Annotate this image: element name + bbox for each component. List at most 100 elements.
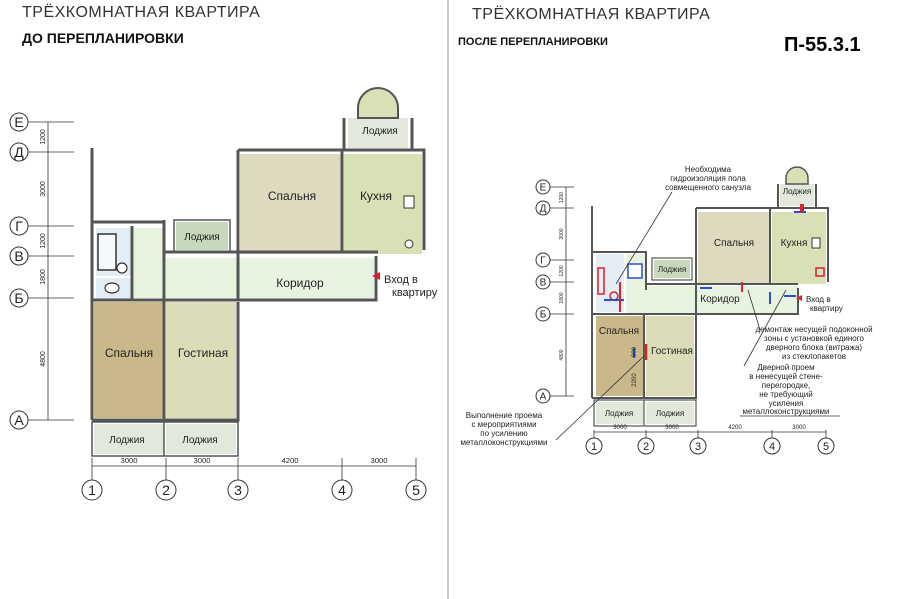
room-loggia-mid-after: [654, 260, 690, 278]
after-row-dim-label: 1200: [559, 265, 565, 276]
room-corridor: [166, 258, 374, 298]
walls-after: [591, 184, 829, 399]
label-entrance-2: квартиру: [392, 287, 438, 299]
note-opening-3: по усилению: [480, 429, 527, 438]
after-row-axis-label: А: [540, 392, 547, 403]
sink-icon: [116, 262, 128, 274]
note-waterproof-1: Необходима: [685, 165, 732, 174]
bay-window: [357, 87, 399, 119]
after-col-axis-label: 1: [591, 441, 597, 453]
before-col-axis-marker: [81, 479, 103, 501]
after-row-dim-label: 1800: [559, 292, 565, 303]
before-col-dim-label: 3000: [370, 456, 387, 465]
note-waterproof-2: гидроизоляция пола: [670, 174, 746, 183]
label-bedroom1: Спальня: [105, 346, 153, 360]
label-loggia-br: Лоджия: [182, 435, 217, 446]
labels-after: Спальня Гостиная Спальня Кухня Коридор Л…: [599, 187, 843, 418]
room-bedroom2: [240, 154, 342, 254]
before-col-axis-label: 3: [234, 482, 242, 498]
label-loggia-bl: Лоджия: [109, 435, 144, 446]
after-col-axis-marker: [585, 437, 603, 455]
room-loggia-bl-after: [596, 402, 644, 424]
after-col-dim-label: 4200: [728, 425, 742, 431]
loggia-outlines-before: [91, 219, 239, 457]
room-loggia-br: [166, 424, 236, 454]
before-col-axis-marker: [405, 479, 427, 501]
before-col-axis-label: 2: [162, 482, 170, 498]
after-col-axis-label: 3: [695, 441, 701, 453]
before-row-axis-label: Е: [14, 114, 23, 130]
right-subtitle: ПОСЛЕ ПЕРЕПЛАНИРОВКИ: [458, 36, 608, 48]
bathtub-after-icon: [597, 267, 605, 295]
note-doorway-6: металлоконструкциями: [743, 407, 830, 416]
after-col-axis-label: 4: [769, 441, 775, 453]
modification-marks: [597, 204, 825, 360]
bathtub-icon: [97, 233, 117, 271]
note-opening-1: Выполнение проема: [466, 411, 543, 420]
room-loggia-br-after: [646, 402, 694, 424]
before-col-dim-label: 3000: [193, 456, 210, 465]
room-loggia-mid: [176, 222, 228, 250]
note-doorway-5: усиления: [769, 399, 804, 408]
label-entrance-after-2: квартиру: [810, 304, 843, 313]
label-bedroom1-after: Спальня: [599, 326, 639, 337]
series-code: П-55.3.1: [784, 34, 861, 56]
label-bedroom2: Спальня: [268, 189, 316, 203]
label-corridor-after: Коридор: [700, 294, 740, 305]
after-row-axis-label: Е: [540, 183, 547, 194]
note-doorway-2: в ненесущей стене-: [749, 372, 823, 381]
before-col-axis-label: 1: [88, 482, 96, 498]
room-hall: [134, 228, 164, 298]
label-entrance-1: Вход в: [384, 274, 418, 286]
plan-after: Спальня Гостиная Спальня Кухня Коридор Л…: [461, 165, 873, 455]
right-title: ТРЁХКОМНАТНАЯ КВАРТИРА: [472, 6, 711, 23]
label-loggia-mid-after: Лоджия: [658, 265, 686, 274]
dim-2200: 2200: [632, 373, 638, 387]
after-col-axis-marker: [817, 437, 835, 455]
kitchen-sink-after-icon: [815, 267, 825, 277]
before-row-axis-label: Б: [14, 290, 23, 306]
label-corridor: Коридор: [276, 276, 324, 290]
left-title: ТРЁХКОМНАТНАЯ КВАРТИРА: [22, 4, 261, 21]
fixtures-before: [97, 195, 415, 294]
before-col-dim-label: 4200: [281, 456, 298, 465]
label-loggia-top: Лоджия: [362, 126, 397, 137]
kitchen-sink-icon: [404, 239, 414, 249]
after-col-dim-label: 3000: [665, 425, 679, 431]
note-doorway-3: перегородке,: [762, 381, 811, 390]
note-doorway-1: Дверной проем: [757, 363, 814, 372]
note-opening-4: металлоконструкциями: [461, 438, 548, 447]
after-row-dim-label: 1200: [559, 192, 565, 203]
column-axes-after: 1 2 3 4 5 3000 3000 4200 3000: [585, 425, 835, 455]
loggia-outlines-after: [593, 257, 697, 427]
before-col-axis-marker: [155, 479, 177, 501]
label-living-after: Гостиная: [651, 346, 693, 357]
after-col-dim-label: 3000: [792, 425, 806, 431]
after-col-axis-label: 5: [823, 441, 829, 453]
stove-after-icon: [811, 237, 821, 249]
before-row-axis-label: А: [14, 412, 24, 428]
after-row-axis-label: В: [540, 278, 547, 289]
label-loggia-br-after: Лоджия: [656, 409, 684, 418]
after-col-axis-label: 2: [643, 441, 649, 453]
notes-after: Необходима гидроизоляция пола совмещенно…: [461, 165, 873, 447]
room-living-after: [646, 316, 694, 396]
room-bedroom1-after: [596, 316, 644, 396]
after-row-axis-label: Д: [540, 204, 547, 215]
after-col-dim-label: 3000: [613, 425, 627, 431]
after-col-axis-marker: [637, 437, 655, 455]
note-dismantle-3: дверного блока (витража): [766, 343, 863, 352]
entrance-arrow-after-icon: [796, 295, 802, 301]
before-row-dim-label: 1200: [40, 129, 47, 145]
before-row-dim-label: 3000: [40, 181, 47, 197]
after-col-axis-marker: [763, 437, 781, 455]
before-col-dim-label: 3000: [120, 456, 137, 465]
plan-before: Спальня Гостиная Спальня Кухня Коридор Л…: [9, 87, 438, 501]
before-row-axis-label: Г: [15, 218, 23, 234]
room-corridor-after: [646, 286, 798, 314]
label-bedroom2-after: Спальня: [714, 238, 754, 249]
after-row-axis-label: Б: [540, 310, 547, 321]
